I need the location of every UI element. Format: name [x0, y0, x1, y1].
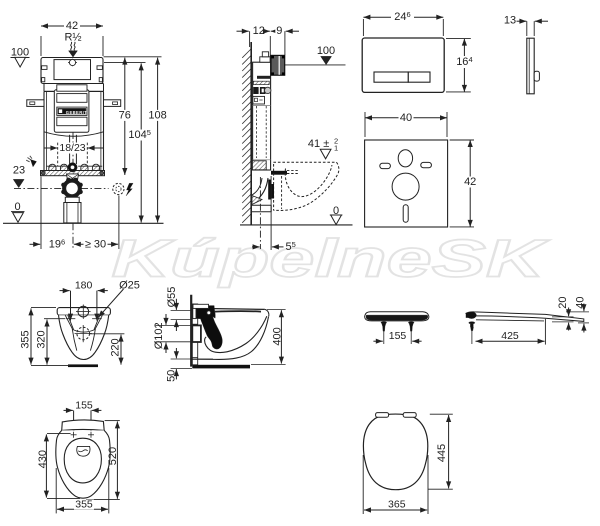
svg-text:12: 12 — [253, 25, 265, 37]
svg-text:108: 108 — [148, 109, 166, 121]
svg-text:220: 220 — [109, 338, 121, 356]
svg-text:Ø55: Ø55 — [166, 287, 178, 308]
svg-text:42: 42 — [66, 20, 78, 32]
svg-text:1: 1 — [334, 144, 338, 153]
svg-text:9: 9 — [276, 25, 282, 37]
svg-text:100: 100 — [317, 45, 335, 57]
svg-text:≥ 30: ≥ 30 — [85, 238, 106, 250]
svg-text:355: 355 — [75, 499, 93, 511]
svg-text:KúpelneSK: KúpelneSK — [112, 230, 551, 289]
svg-text:180: 180 — [75, 280, 93, 292]
svg-text:20: 20 — [557, 296, 569, 308]
svg-text:40: 40 — [574, 296, 586, 308]
svg-text:50: 50 — [165, 370, 177, 382]
svg-text:R½: R½ — [64, 32, 81, 44]
svg-text:355: 355 — [19, 330, 31, 348]
svg-text:1045: 1045 — [128, 128, 151, 141]
svg-text:76: 76 — [119, 109, 131, 121]
svg-text:365: 365 — [388, 498, 406, 510]
svg-text:100: 100 — [11, 46, 29, 58]
svg-text:0: 0 — [333, 205, 339, 217]
svg-text:Ø102: Ø102 — [153, 322, 165, 349]
svg-text:0: 0 — [14, 201, 20, 213]
svg-text:400: 400 — [271, 327, 283, 345]
svg-text:55: 55 — [286, 240, 296, 253]
svg-text:40: 40 — [400, 112, 412, 124]
svg-text:425: 425 — [501, 330, 519, 342]
svg-text:430: 430 — [37, 450, 49, 468]
svg-text:520: 520 — [107, 447, 119, 465]
svg-text:155: 155 — [75, 399, 93, 411]
svg-text:320: 320 — [35, 330, 47, 348]
svg-text:445: 445 — [436, 444, 448, 462]
svg-text:41 ±: 41 ± — [308, 138, 329, 150]
svg-text:18/23: 18/23 — [59, 142, 85, 154]
svg-text:GEBERIT: GEBERIT — [66, 110, 87, 115]
svg-text:13: 13 — [504, 15, 516, 27]
svg-text:155: 155 — [389, 330, 407, 342]
svg-text:23: 23 — [13, 164, 25, 176]
svg-text:2: 2 — [334, 137, 338, 146]
svg-text:Ø25: Ø25 — [119, 280, 140, 292]
svg-text:42: 42 — [464, 176, 476, 188]
